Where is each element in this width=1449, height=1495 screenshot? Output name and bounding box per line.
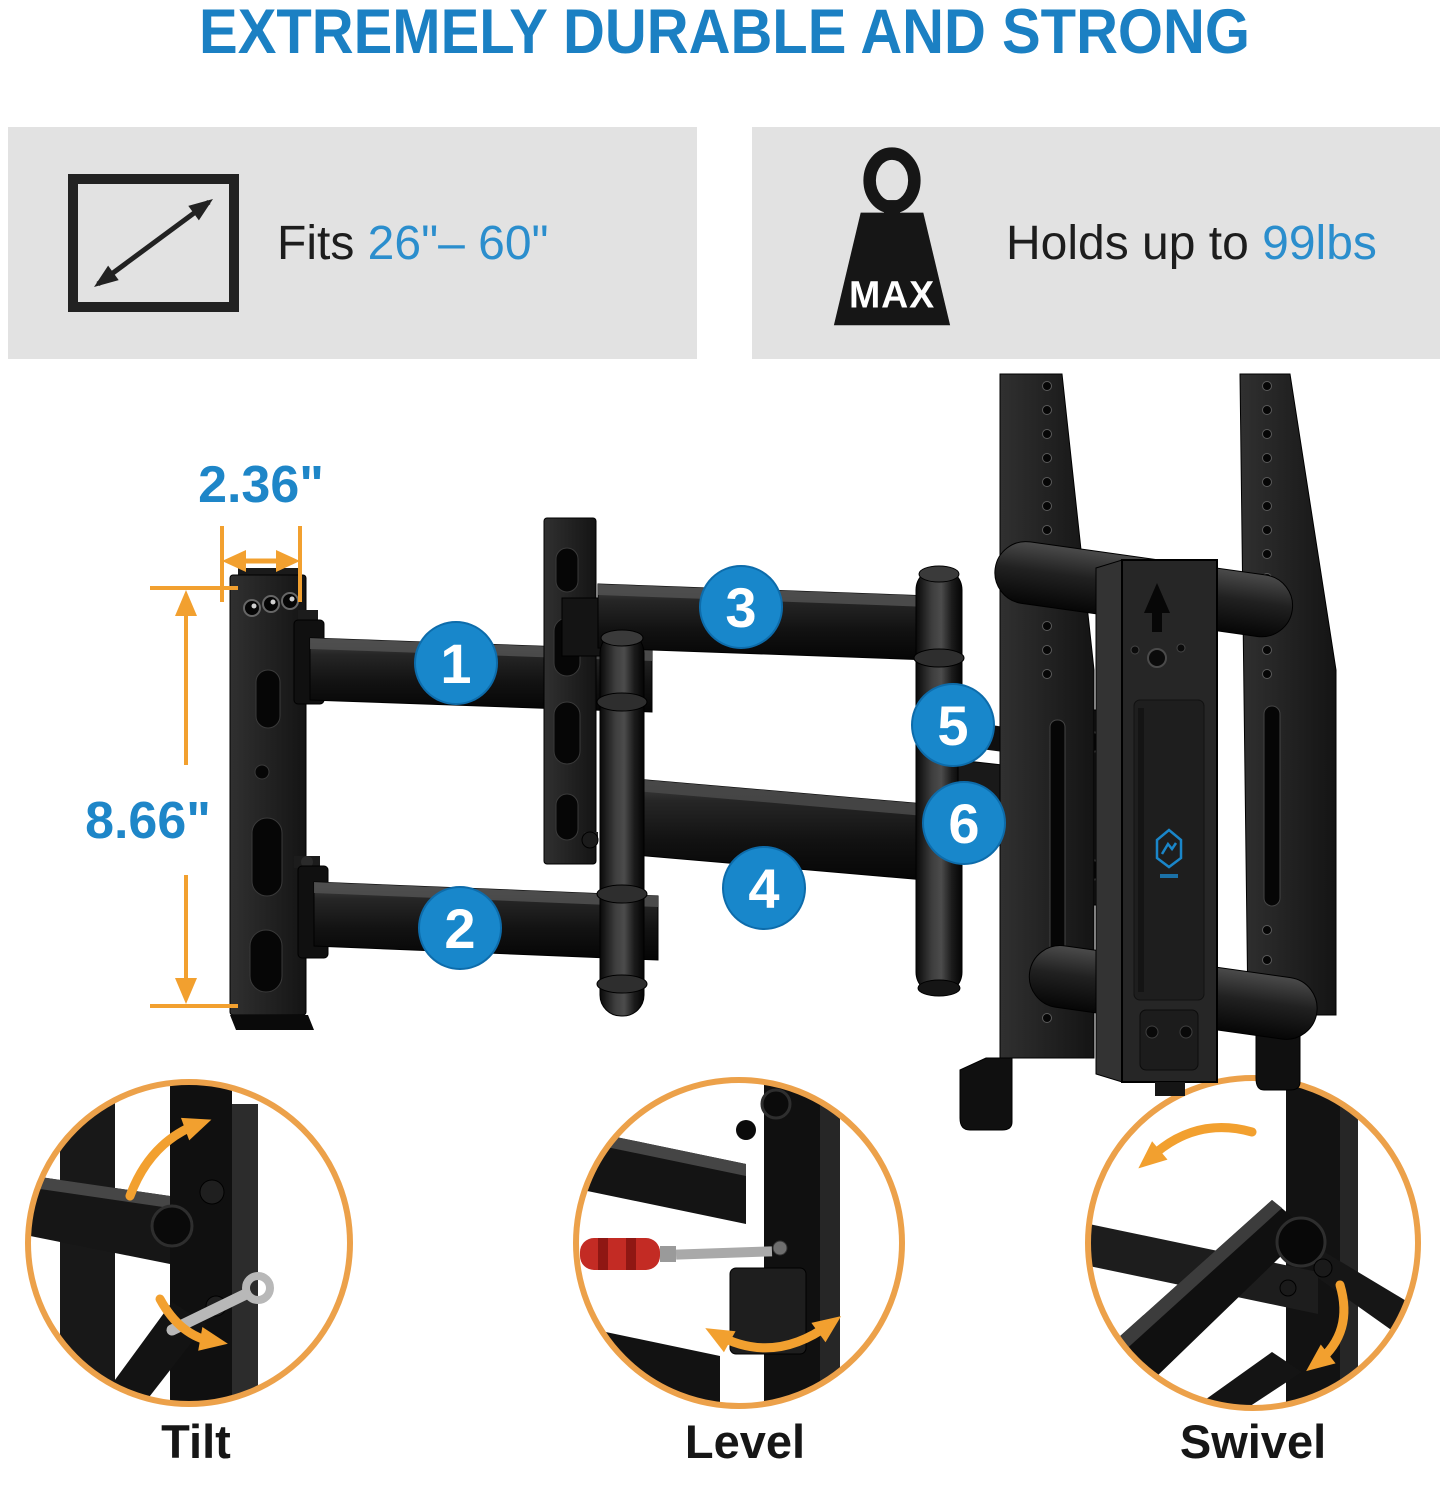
width-arrow-left [222, 550, 246, 572]
max-label: MAX [849, 273, 935, 315]
screen-diagonal-icon [68, 174, 239, 312]
height-arrow-up [175, 590, 197, 616]
brand-logo [1155, 828, 1183, 878]
height-dimension-lines [150, 586, 238, 1008]
swivel-detail-icon [1089, 1079, 1417, 1407]
callout-1: 1 [414, 621, 498, 705]
svg-text:1: 1 [440, 632, 471, 695]
size-value: 26"– 60" [367, 216, 549, 270]
level-circle-ring [573, 1077, 905, 1409]
right-post [913, 565, 965, 997]
inset-label-tilt: Tilt [161, 1415, 231, 1468]
callout-3: 3 [699, 565, 783, 649]
inset-level [573, 1077, 905, 1409]
callout-2: 2 [418, 886, 502, 970]
svg-text:4: 4 [748, 857, 779, 920]
inset-swivel [1085, 1075, 1421, 1411]
width-arrow-right [276, 550, 300, 572]
height-arrow-down [175, 978, 197, 1004]
feature-box-size: Fits 26"– 60" [8, 127, 697, 359]
max-weight-icon: MAX [833, 147, 951, 326]
callout-badges: 1 2 3 4 5 6 [414, 565, 1006, 970]
middle-post [596, 629, 648, 1017]
callout-5: 5 [911, 683, 995, 767]
size-prefix: Fits [277, 216, 355, 270]
wall-plate [229, 568, 314, 1030]
page-title: EXTREMELY DURABLE AND STRONG [199, 0, 1250, 67]
inset-label-level: Level [684, 1415, 806, 1468]
level-detail-icon [577, 1081, 901, 1405]
tilt-circle-ring [25, 1079, 353, 1407]
callout-4: 4 [722, 846, 806, 930]
svg-text:5: 5 [937, 694, 968, 757]
center-adapter-plate [1095, 559, 1218, 1096]
up-arrow-marking [1144, 583, 1170, 632]
weight-text: Holds up to 99lbs [1006, 216, 1377, 271]
tv-bracket-right [1239, 373, 1337, 1091]
inset-label-swivel: Swivel [1179, 1415, 1327, 1468]
mount-diagram: 2.36" 8.66" 1 2 3 4 5 [85, 373, 1337, 1131]
feature-box-weight: MAX Holds up to 99lbs [752, 127, 1440, 359]
swivel-circle-ring [1085, 1075, 1421, 1411]
weight-value: 99lbs [1262, 216, 1377, 270]
dimension-height-label: 8.66" [85, 792, 211, 850]
arm-4 [623, 777, 949, 883]
weight-prefix: Holds up to [1006, 216, 1249, 270]
dimension-width-label: 2.36" [198, 456, 324, 514]
screen-size-text: Fits 26"– 60" [277, 216, 549, 271]
callout-6: 6 [922, 781, 1006, 865]
svg-text:2: 2 [444, 897, 475, 960]
inset-tilt [25, 1079, 353, 1407]
svg-text:6: 6 [948, 792, 979, 855]
svg-text:3: 3 [725, 576, 756, 639]
middle-plate [543, 517, 603, 865]
